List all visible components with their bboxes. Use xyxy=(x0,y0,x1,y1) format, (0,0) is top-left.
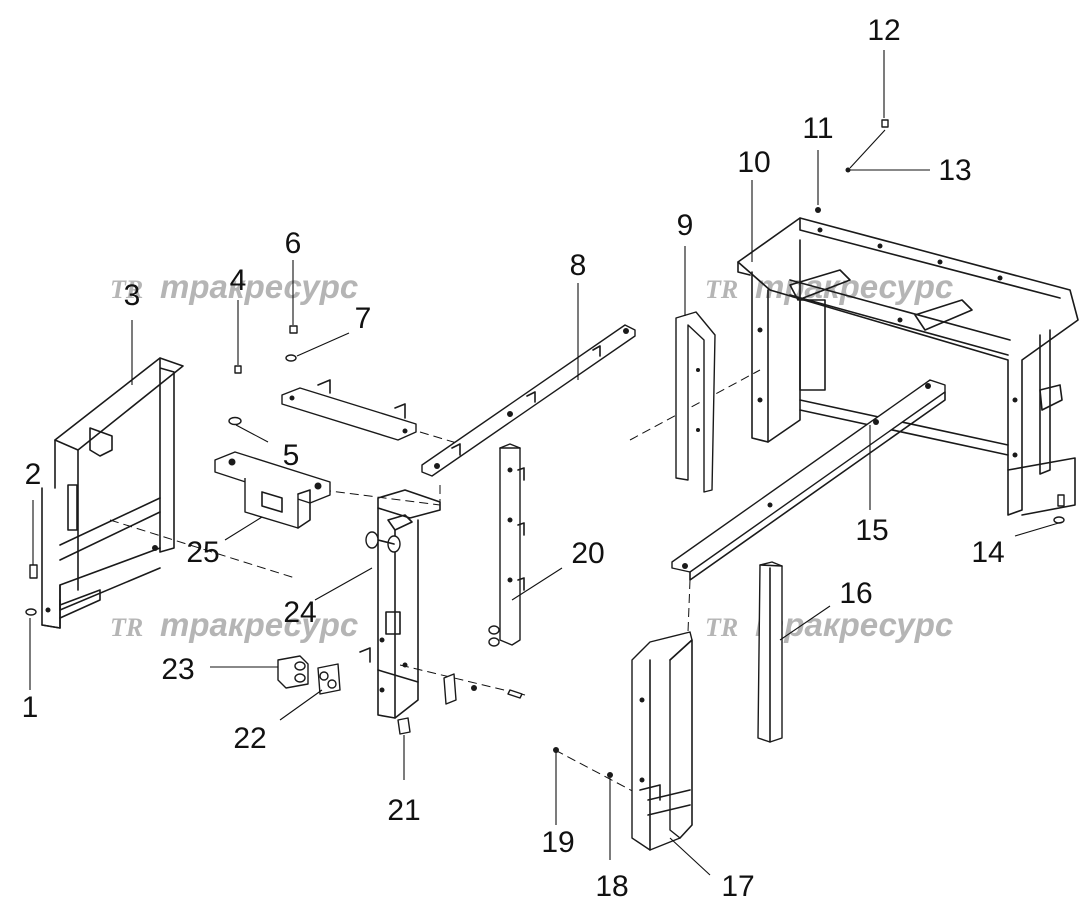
watermark-logo: TR xyxy=(110,613,143,642)
part-7-plate xyxy=(281,379,417,441)
callout-15: 15 xyxy=(855,514,888,547)
callout-1: 1 xyxy=(22,691,39,724)
callout-21: 21 xyxy=(387,794,420,827)
callout-6: 6 xyxy=(285,227,302,260)
callout-25: 25 xyxy=(186,536,219,569)
part-25-bracket xyxy=(214,451,331,529)
watermark-text: тракресурс xyxy=(755,268,953,305)
callout-23: 23 xyxy=(161,653,194,686)
callout-5: 5 xyxy=(283,439,300,472)
callout-9: 9 xyxy=(677,209,694,242)
callout-13: 13 xyxy=(938,154,971,187)
assembly-line xyxy=(629,369,761,441)
watermark-text: тракресурс xyxy=(160,268,358,305)
part-9-side-panel xyxy=(675,311,716,493)
assembly-line xyxy=(109,519,296,579)
part-8-long-bar xyxy=(421,324,636,477)
callout-7: 7 xyxy=(355,302,372,335)
callout-11: 11 xyxy=(802,112,833,145)
part-16-post xyxy=(757,561,783,743)
part-20-vertical-bracket xyxy=(488,443,525,647)
watermark-logo: TR xyxy=(110,275,143,304)
callout-4: 4 xyxy=(230,264,247,297)
callout-17: 17 xyxy=(721,870,754,903)
callout-14: 14 xyxy=(971,536,1004,569)
callout-16: 16 xyxy=(839,577,872,610)
assembly-line xyxy=(399,664,526,696)
callout-3: 3 xyxy=(124,279,141,312)
callout-18: 18 xyxy=(595,870,628,903)
callout-20: 20 xyxy=(571,537,604,570)
fasteners-4-6 xyxy=(228,325,298,426)
callout-24: 24 xyxy=(283,596,316,629)
watermark-top-left: TR тракресурс xyxy=(110,268,358,305)
callout-10: 10 xyxy=(737,146,770,179)
part-10-main-frame xyxy=(737,217,1079,516)
callout-19: 19 xyxy=(541,826,574,859)
part-3-left-side-frame xyxy=(41,357,184,629)
callout-8: 8 xyxy=(570,249,587,282)
watermark-text: тракресурс xyxy=(755,606,953,643)
callout-22: 22 xyxy=(233,722,266,755)
watermark-bottom-right: TR тракресурс xyxy=(705,606,953,643)
callout-labels: 1 2 3 4 5 6 7 8 9 10 11 12 13 14 15 16 1… xyxy=(22,14,1005,903)
callout-12: 12 xyxy=(867,14,900,47)
watermark-top-right: TR тракресурс xyxy=(705,268,953,305)
watermark-bottom-left: TR тракресурс xyxy=(110,606,358,643)
callout-2: 2 xyxy=(25,458,42,491)
assembly-line xyxy=(687,579,691,633)
part-15-diagonal-beam xyxy=(671,379,946,581)
watermark-text: тракресурс xyxy=(160,606,358,643)
leader-lines xyxy=(29,50,1063,876)
watermark-logo: TR xyxy=(705,613,738,642)
assembly-line xyxy=(554,749,641,796)
small-parts xyxy=(25,119,1065,778)
part-17-front-leg-frame xyxy=(631,631,693,851)
part-24-center-column xyxy=(359,489,441,719)
watermark-logo: TR xyxy=(705,275,738,304)
